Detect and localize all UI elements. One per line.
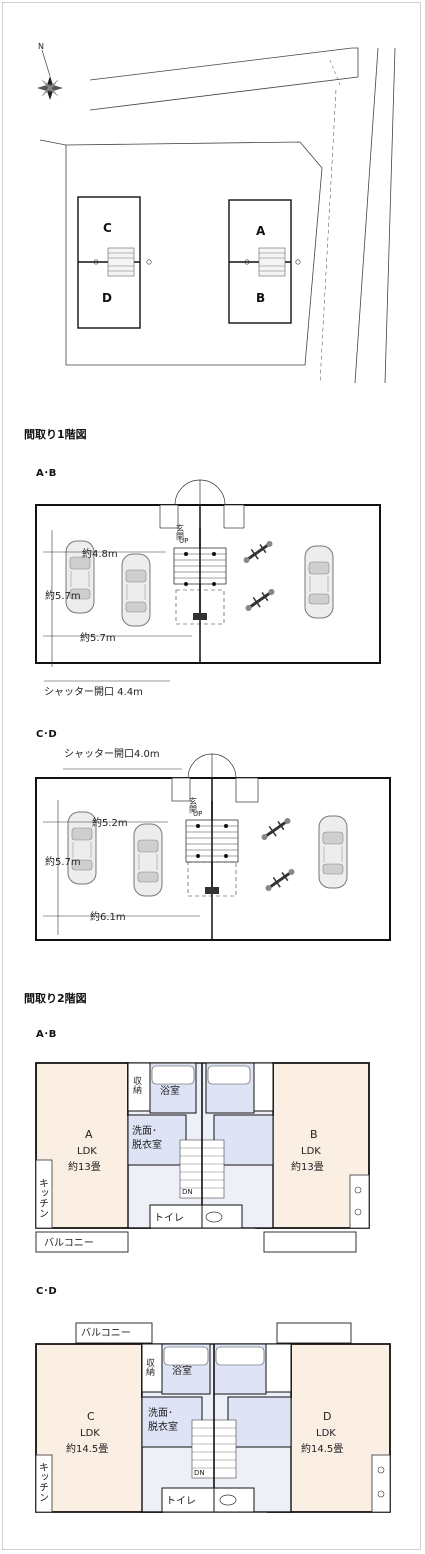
- floor2-cd-wash-1: 洗面･: [148, 1407, 173, 1419]
- floor2-cd-size-c: 約14.5畳: [66, 1442, 108, 1455]
- road-edge-east-outer: [384, 47, 396, 384]
- floor2-cd-unit-c: C: [87, 1410, 95, 1423]
- floor2-cd-dn: DN: [194, 1469, 205, 1477]
- floor2-cd-storage: 収納: [144, 1357, 155, 1377]
- stair-cd: [93, 247, 152, 277]
- floor2-ab-unit-b: B: [310, 1128, 318, 1141]
- site-unit-c: C: [103, 221, 112, 235]
- floor1-ab-dim-57h: 約5.7m: [80, 631, 116, 644]
- floor2-ab-ldk-a: LDK: [77, 1146, 97, 1157]
- floor1-cd-plan: [35, 753, 391, 941]
- floor2-cd-ldk-c: LDK: [80, 1428, 100, 1439]
- floor2-cd-kitchen: キッチン: [37, 1462, 48, 1502]
- floor1-title: 間取り1階図: [24, 427, 87, 441]
- floor1-cd-label: C･D: [36, 729, 57, 740]
- floor1-cd-shutter: シャッター開口4.0m: [64, 748, 160, 760]
- road-edge: [89, 47, 359, 111]
- floor2-ab-plan: [35, 1062, 370, 1253]
- floor1-ab-up: UP: [179, 537, 188, 545]
- floor2-cd-size-d: 約14.5畳: [301, 1442, 343, 1455]
- floor2-cd-unit-d: D: [323, 1410, 331, 1423]
- floor2-cd-toilet: トイレ: [166, 1496, 196, 1507]
- floor1-cd-dim-52: 約5.2m: [92, 816, 128, 829]
- floor2-cd-wash-2: 脱衣室: [148, 1420, 178, 1433]
- compass-icon: [37, 49, 63, 100]
- floor2-ab-storage: 収納: [131, 1075, 142, 1095]
- floor1-ab-plan: [35, 479, 381, 682]
- site-unit-a: A: [256, 224, 266, 238]
- floor1-cd-dim-57v: 約5.7m: [45, 855, 81, 868]
- floor2-ab-wash-1: 洗面･: [132, 1125, 157, 1137]
- floor2-title: 間取り2階図: [24, 991, 87, 1005]
- floor2-ab-dn: DN: [182, 1188, 193, 1196]
- floor2-ab-unit-a: A: [85, 1128, 93, 1141]
- floor2-cd-ldk-d: LDK: [316, 1428, 336, 1439]
- site-unit-b: B: [256, 291, 265, 305]
- floor1-ab-shutter: シャッター開口 4.4m: [44, 686, 143, 698]
- floor2-ab-balcony: バルコニー: [44, 1237, 94, 1249]
- floor2-ab-wash-2: 脱衣室: [132, 1138, 162, 1151]
- floor2-ab-size-a: 約13畳: [68, 1160, 101, 1173]
- floor1-cd-dim-61: 約6.1m: [90, 910, 126, 923]
- floor1-cd-up: UP: [193, 810, 202, 818]
- floor2-ab-label: A･B: [36, 1029, 56, 1040]
- floor2-ab-kitchen: キッチン: [37, 1178, 48, 1218]
- north-label: N: [38, 42, 44, 51]
- road-edge-east: [354, 47, 379, 384]
- floor2-ab-size-b: 約13畳: [291, 1160, 324, 1173]
- floor1-ab-dim-48: 約4.8m: [82, 547, 118, 560]
- floor2-cd-balcony: バルコニー: [81, 1327, 131, 1339]
- floor1-cd-entrance: 玄関: [189, 796, 198, 814]
- site-unit-d: D: [102, 291, 112, 305]
- site-plan: N C: [37, 42, 396, 384]
- floor2-ab-bath: 浴室: [160, 1084, 180, 1097]
- floor2-cd-label: C･D: [36, 1286, 57, 1297]
- floor1-ab-dim-57v: 約5.7m: [45, 589, 81, 602]
- floor1-ab-label: A･B: [36, 468, 56, 479]
- floor2-ab-toilet: トイレ: [154, 1213, 184, 1224]
- lot-boundary: [39, 139, 323, 366]
- floor2-ab-ldk-b: LDK: [301, 1146, 321, 1157]
- floor2-cd-plan: [35, 1322, 391, 1513]
- stair-ab: [244, 247, 301, 277]
- floor1-ab-entrance: 玄関: [176, 523, 185, 541]
- floor2-cd-bath: 浴室: [172, 1364, 192, 1377]
